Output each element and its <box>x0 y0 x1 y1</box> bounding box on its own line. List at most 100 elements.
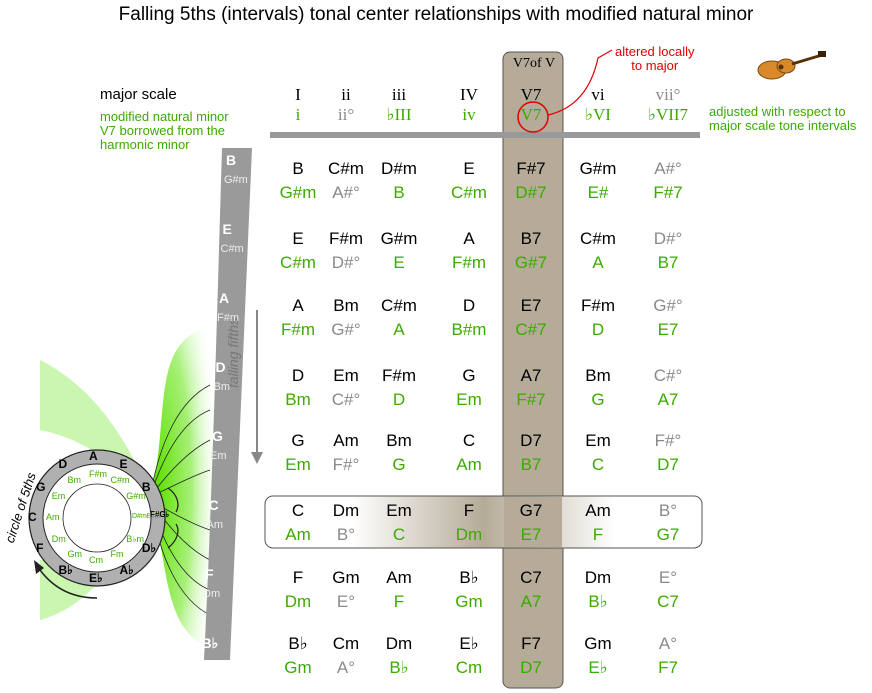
chord-minor-r7-c5: E♭ <box>588 658 608 677</box>
circle-outer-6: F#G♭ <box>150 510 170 519</box>
chord-major-r4-c4: D7 <box>520 431 542 450</box>
chord-major-r7-c5: Gm <box>584 634 612 653</box>
chord-major-r5-c1: Dm <box>332 501 360 520</box>
circle-outer-3: A <box>89 449 98 463</box>
chord-minor-r4-c1: F#° <box>332 455 360 474</box>
circle-outer-5: B <box>141 479 151 494</box>
chord-minor-r2-c1: G#° <box>331 320 361 339</box>
chord-major-r2-c3: D <box>462 296 476 315</box>
chord-minor-r0-c6: F#7 <box>653 183 683 202</box>
chord-minor-r6-c4: A7 <box>520 592 542 611</box>
chord-minor-r6-c5: B♭ <box>588 592 608 611</box>
chord-major-r2-c6: G#° <box>653 296 683 315</box>
chord-major-r5-c3: F <box>463 501 475 520</box>
circle-inner-1: Em <box>51 490 66 501</box>
legend-minor-line2: V7 borrowed from the <box>100 123 226 138</box>
green-fan <box>150 330 220 650</box>
chord-minor-r7-c6: F7 <box>658 658 678 677</box>
chord-major-r2-c4: E7 <box>520 296 542 315</box>
header-major-0: I <box>295 85 301 104</box>
chord-major-r3-c5: Bm <box>585 366 611 385</box>
chord-minor-r0-c3: C#m <box>451 183 487 202</box>
header-minor-0: i <box>295 105 301 124</box>
circle-outer-11: F <box>36 540 44 555</box>
chord-minor-r5-c5: F <box>592 525 604 544</box>
circle-inner-7: B♭m <box>126 533 144 544</box>
chord-major-r3-c0: D <box>291 366 305 385</box>
chord-major-r0-c6: A#° <box>654 159 682 178</box>
chord-major-r4-c6: F#° <box>654 431 682 450</box>
header-minor-2: ♭III <box>386 105 412 124</box>
header-minor-5: ♭VI <box>585 105 611 124</box>
chord-major-r3-c3: G <box>462 366 476 385</box>
chord-minor-r5-c6: G7 <box>656 525 680 544</box>
chord-major-r6-c1: Gm <box>332 568 360 587</box>
chord-minor-r3-c5: G <box>591 390 605 409</box>
circle-inner-11: Dm <box>51 533 66 544</box>
falling-fifths-label: falling fifths <box>225 317 241 388</box>
chord-minor-r7-c1: A° <box>336 658 356 677</box>
chord-minor-r6-c3: Gm <box>455 592 483 611</box>
chord-minor-r1-c3: F#m <box>452 253 486 272</box>
chord-major-r1-c3: A <box>463 229 475 248</box>
chord-minor-r3-c2: D <box>392 390 406 409</box>
chord-major-r0-c0: B <box>292 159 304 178</box>
chord-minor-r6-c0: Dm <box>284 592 312 611</box>
page-title: Falling 5ths (intervals) tonal center re… <box>118 4 754 25</box>
strip-major-4: G <box>212 428 223 444</box>
chord-major-r6-c6: E° <box>658 568 678 587</box>
chord-major-r7-c6: A° <box>658 634 678 653</box>
chord-major-r2-c0: A <box>292 296 304 315</box>
chord-minor-r5-c2: C <box>392 525 406 544</box>
chord-major-r5-c5: Am <box>585 501 611 520</box>
legend-adjusted: adjusted with respect to major scale ton… <box>709 105 856 133</box>
c-row-band <box>264 495 703 549</box>
chord-major-r1-c6: D#° <box>653 229 683 248</box>
header-major-5: vi <box>591 85 605 104</box>
header-minor-4: V7 <box>520 105 542 124</box>
chord-minor-r0-c1: A#° <box>332 183 360 202</box>
chord-minor-r5-c0: Am <box>285 525 311 544</box>
strip-minor-6: Dm <box>203 588 221 600</box>
chord-major-r1-c1: F#m <box>329 229 363 248</box>
chord-minor-r0-c4: D#7 <box>515 183 547 202</box>
chord-major-r6-c2: Am <box>386 568 412 587</box>
chord-major-r3-c1: Em <box>333 366 359 385</box>
chord-minor-r3-c1: C#° <box>331 390 361 409</box>
chord-major-r6-c0: F <box>292 568 304 587</box>
chord-minor-r4-c5: C <box>591 455 605 474</box>
circle-inner-4: C#m <box>110 474 130 485</box>
chord-minor-r2-c2: A <box>393 320 405 339</box>
chord-major-r2-c1: Bm <box>333 296 359 315</box>
header-major-2: iii <box>391 85 407 104</box>
chord-major-r7-c1: Cm <box>332 634 360 653</box>
chord-minor-r0-c2: B <box>393 183 405 202</box>
chord-major-r1-c0: E <box>292 229 304 248</box>
chord-major-r6-c4: C7 <box>520 568 542 587</box>
header-minor-3: iv <box>462 105 476 124</box>
chord-minor-r2-c6: E7 <box>657 320 679 339</box>
chord-minor-r4-c0: Em <box>285 455 311 474</box>
chord-major-r4-c3: C <box>462 431 476 450</box>
chord-minor-r2-c3: B#m <box>451 320 487 339</box>
chord-minor-r3-c3: Em <box>456 390 482 409</box>
chord-minor-r4-c2: G <box>392 455 406 474</box>
chord-major-r7-c2: Dm <box>385 634 413 653</box>
header-major-4: V7 <box>520 85 542 104</box>
chord-minor-r0-c5: E# <box>587 183 609 202</box>
chord-major-r4-c5: Em <box>585 431 611 450</box>
chord-major-r0-c1: C#m <box>328 159 364 178</box>
chord-minor-r4-c4: B7 <box>520 455 542 474</box>
legend-altered-line1: altered locally <box>615 44 695 59</box>
chord-minor-r1-c1: D#° <box>331 253 361 272</box>
chord-minor-r7-c4: D7 <box>520 658 542 677</box>
chord-major-r5-c4: G7 <box>519 501 543 520</box>
header-major-6: vii° <box>655 85 681 104</box>
legend-adjusted-line1: adjusted with respect to <box>709 104 846 119</box>
strip-minor-2: F#m <box>217 312 239 324</box>
strip-minor-3: Bm <box>213 381 231 393</box>
header-minor-1: ii° <box>337 105 355 124</box>
chord-major-r6-c3: B♭ <box>459 568 479 587</box>
chord-major-r4-c2: Bm <box>386 431 412 450</box>
